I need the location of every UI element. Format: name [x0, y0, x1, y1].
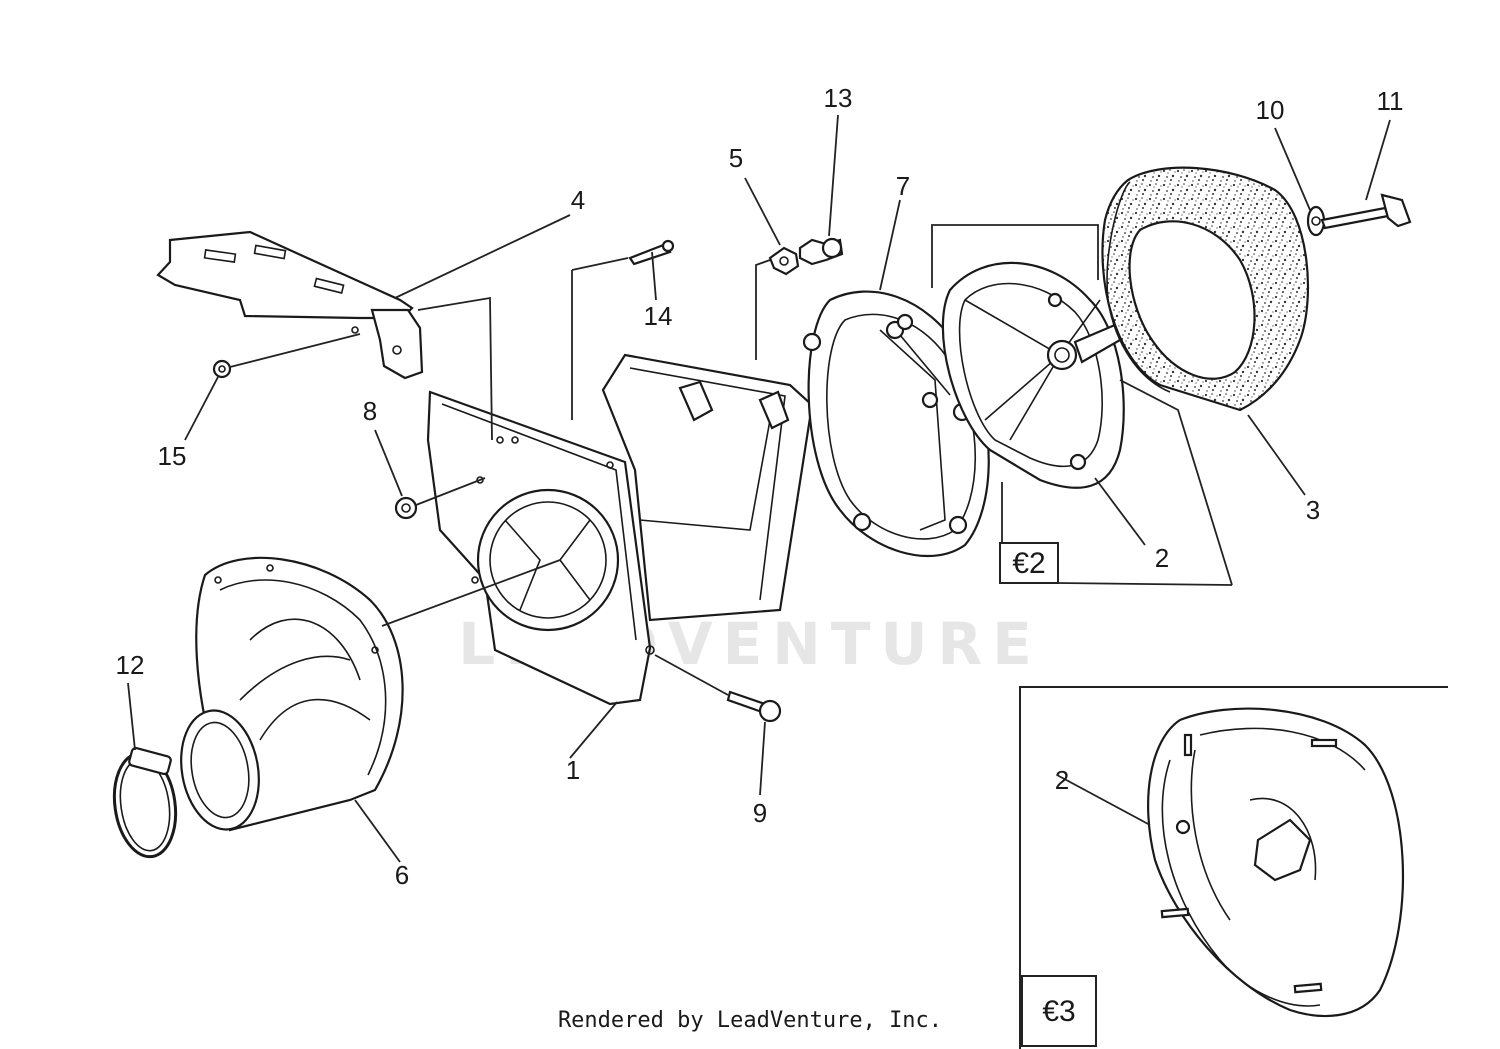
part-15-nut	[212, 359, 232, 379]
callout-13: 13	[824, 83, 853, 113]
variant-3-label: €3	[1042, 995, 1075, 1028]
footer-credit-text: Rendered by LeadVenture, Inc.	[557, 1008, 943, 1033]
part-12-clamp	[112, 746, 178, 859]
callout-12: 12	[116, 650, 145, 680]
part-1-housing	[426, 353, 814, 706]
leader-lines	[127, 114, 1391, 863]
callout-9: 9	[753, 798, 767, 828]
part-3-foam-filter	[1101, 166, 1310, 412]
part-7-flange	[802, 290, 990, 558]
variant-2-frame	[931, 224, 1233, 586]
callout-5: 5	[729, 143, 743, 173]
callout-11: 11	[1377, 86, 1404, 116]
callout-2: 2	[1155, 543, 1169, 573]
part-5-nut	[768, 246, 800, 276]
callout-3: 3	[1306, 495, 1320, 525]
callout-2-variant: 2	[1055, 765, 1069, 795]
part-13-bolt	[798, 237, 844, 266]
part-6-intake-cone	[180, 556, 404, 832]
callout-8: 8	[363, 396, 377, 426]
footer-credit: Rendered by LeadVenture, Inc.	[0, 1008, 1500, 1033]
callout-15: 15	[158, 441, 187, 471]
part-4-shield	[156, 230, 424, 380]
variant-2-label: €2	[1012, 547, 1045, 580]
part-8-nut	[394, 496, 418, 520]
callout-14: 14	[644, 301, 673, 331]
callout-4: 4	[571, 185, 585, 215]
callout-7: 7	[896, 171, 910, 201]
callout-1: 1	[566, 755, 580, 785]
part-11-wing-bolt	[1320, 193, 1412, 230]
callout-labels: 1 2 2 3 4 5 6 7 8 9 10 11 12 13 14 15	[116, 83, 1404, 890]
part-9-bolt	[726, 690, 782, 723]
variant-3-housing	[1147, 707, 1404, 1018]
part-14-screw	[628, 239, 675, 266]
callout-6: 6	[395, 860, 409, 890]
callout-10: 10	[1256, 95, 1285, 125]
variant-3-frame	[1019, 686, 1448, 1049]
